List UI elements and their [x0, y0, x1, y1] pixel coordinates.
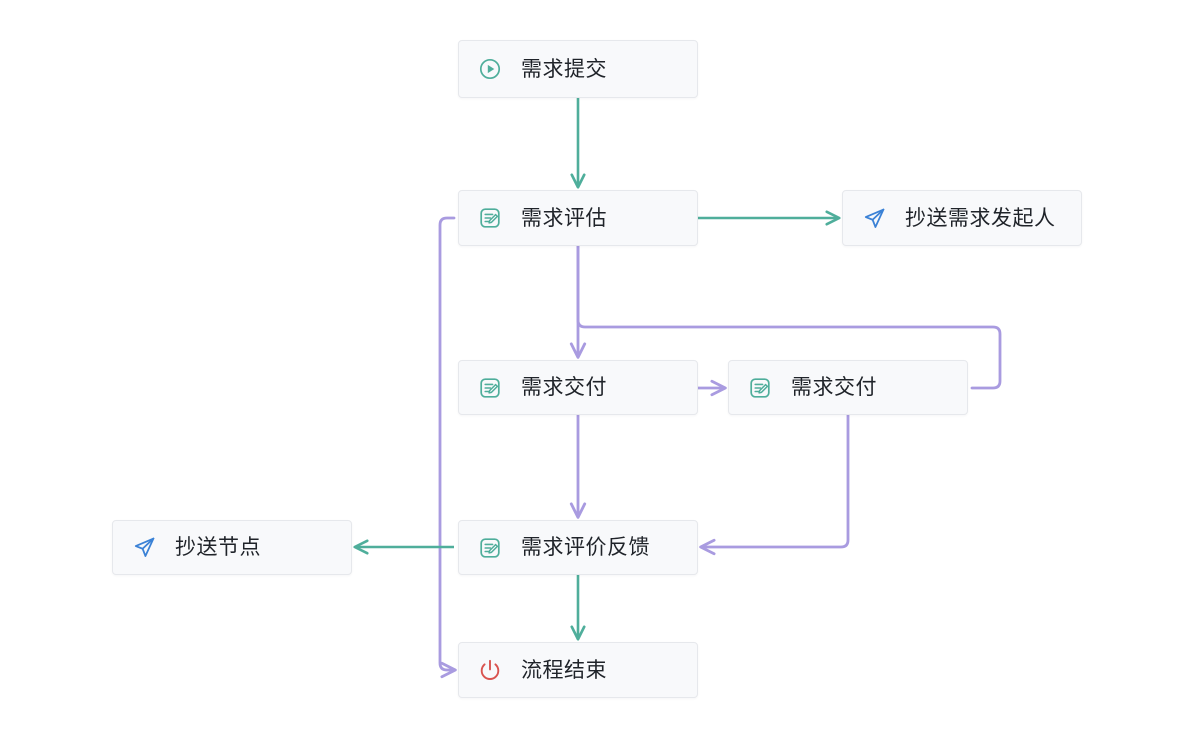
node-label: 需求交付	[791, 376, 877, 399]
node-label: 抄送节点	[175, 536, 261, 559]
node-cc-requirement-initiator[interactable]: 抄送需求发起人	[842, 190, 1082, 246]
play-circle-icon	[477, 56, 503, 82]
form-edit-icon	[477, 535, 503, 561]
form-edit-icon	[747, 375, 773, 401]
form-edit-icon	[477, 205, 503, 231]
node-label: 需求提交	[521, 57, 607, 81]
paper-plane-icon	[131, 535, 157, 561]
node-start[interactable]: 需求提交	[458, 40, 698, 98]
edge-deliver-two-to-feedback	[699, 413, 850, 556]
node-label: 需求评估	[521, 206, 607, 230]
node-label: 需求评价反馈	[521, 536, 650, 559]
edge-assess-to-end	[438, 216, 457, 679]
node-label: 抄送需求发起人	[905, 206, 1056, 230]
node-process-end[interactable]: 流程结束	[458, 642, 698, 698]
node-requirement-feedback[interactable]: 需求评价反馈	[458, 520, 698, 575]
node-label: 需求交付	[521, 376, 607, 399]
node-requirement-assessment[interactable]: 需求评估	[458, 190, 698, 246]
node-requirement-delivery-1[interactable]: 需求交付	[458, 360, 698, 415]
form-edit-icon	[477, 375, 503, 401]
node-label: 流程结束	[521, 658, 607, 682]
power-off-icon	[477, 657, 503, 683]
node-cc-node[interactable]: 抄送节点	[112, 520, 352, 575]
paper-plane-icon	[861, 205, 887, 231]
node-requirement-delivery-2[interactable]: 需求交付	[728, 360, 968, 415]
